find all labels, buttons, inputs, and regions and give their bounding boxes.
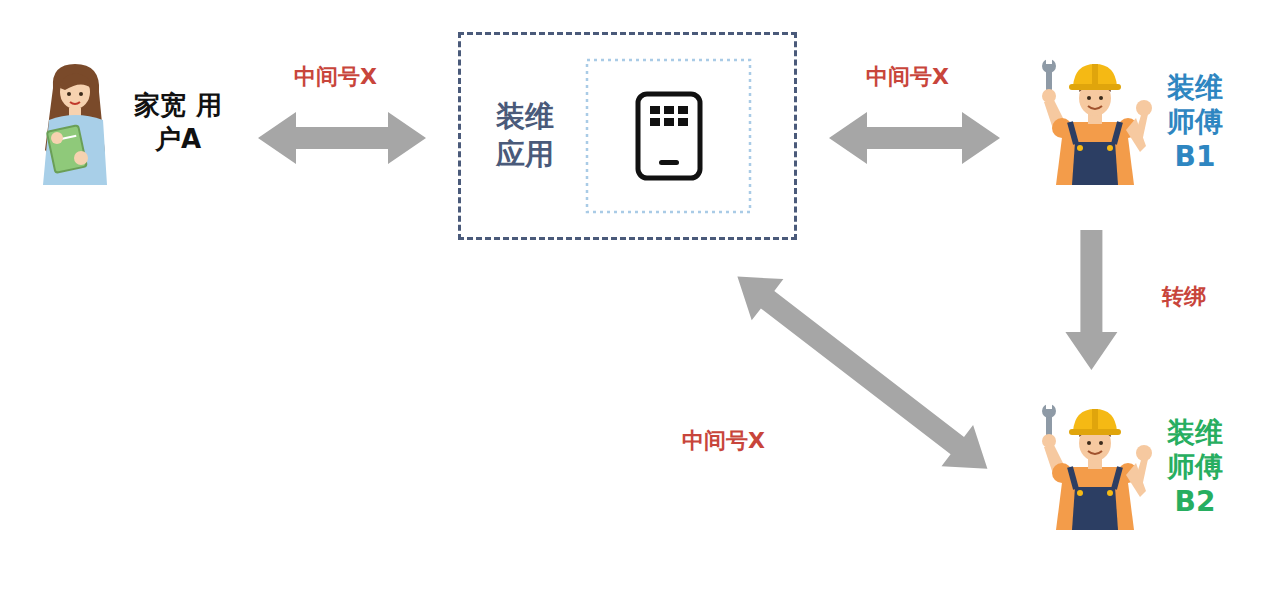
node-label: 装维 师傅 B1 [1159,71,1231,173]
flow-arrow [829,112,1000,164]
edge-label: 中间号X [864,62,951,92]
node-label: 装维 师傅 B2 [1159,416,1231,518]
flow-arrow [737,277,987,469]
edge-label: 转绑 [1160,282,1208,312]
worker-figure [1042,57,1152,185]
node-label: 装维 应用 [489,98,561,173]
app-box: 装维 应用 [458,32,797,240]
user-figure [43,64,107,185]
actor-node: 家宽 用户A [30,55,230,190]
worker-figure [1042,402,1152,530]
flow-arrow [258,112,426,164]
edge-label: 中间号X [292,62,379,92]
node-label: 家宽 用户A [132,89,224,157]
flow-arrow [1065,230,1117,370]
inner-frame [587,60,750,212]
actor-node: 装维 师傅 B2 [1035,400,1235,535]
edge-label: 中间号X [680,426,767,456]
phone-icon [638,94,700,178]
actor-node: 装维 师傅 B1 [1035,55,1235,190]
